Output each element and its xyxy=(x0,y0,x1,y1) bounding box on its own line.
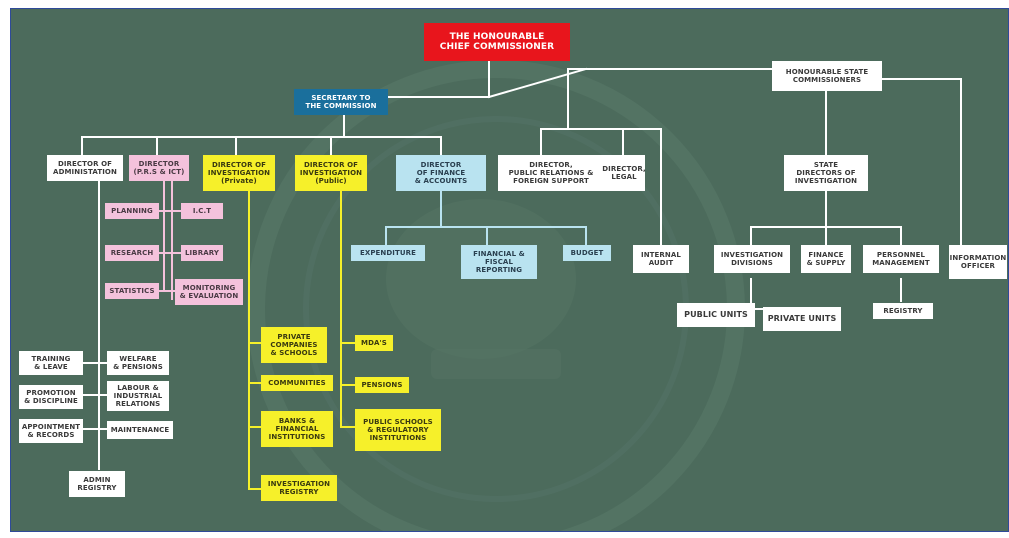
banks-financial-box: BANKS & FINANCIAL INSTITUTIONS xyxy=(261,411,333,447)
director-investigation-private-box: DIRECTOR OF INVESTIGATION (Private) xyxy=(203,155,275,191)
labour-relations-box: LABOUR & INDUSTRIAL RELATIONS xyxy=(107,381,169,411)
pensions-box: PENSIONS xyxy=(355,377,409,393)
state-directors-investigation-box: STATE DIRECTORS OF INVESTIGATION xyxy=(784,155,868,191)
director-administration-box: DIRECTOR OF ADMINISTATION xyxy=(47,155,123,181)
information-officer-box: INFORMATION OFFICER xyxy=(949,245,1007,279)
admin-registry-box: ADMIN REGISTRY xyxy=(69,471,125,497)
private-companies-schools-box: PRIVATE COMPANIES & SCHOOLS xyxy=(261,327,327,363)
private-units-box: PRIVATE UNITS xyxy=(763,307,841,331)
promotion-discipline-box: PROMOTION & DISCIPLINE xyxy=(19,385,83,409)
planning-box: PLANNING xyxy=(105,203,159,219)
connector-lines xyxy=(78,60,962,490)
org-chart-board: THE HONOURABLE CHIEF COMMISSIONER SECRET… xyxy=(10,8,1009,532)
personnel-management-box: PERSONNEL MANAGEMENT xyxy=(863,245,939,273)
finance-supply-box: FINANCE & SUPPLY xyxy=(801,245,851,273)
monitoring-evaluation-box: MONITORING & EVALUATION xyxy=(175,279,243,305)
appointment-records-box: APPOINTMENT & RECORDS xyxy=(19,419,83,443)
financial-fiscal-reporting-box: FINANCIAL & FISCAL REPORTING xyxy=(461,245,537,279)
communities-box: COMMUNITIES xyxy=(261,375,333,391)
library-box: LIBRARY xyxy=(181,245,223,261)
public-schools-regulatory-box: PUBLIC SCHOOLS & REGULATORY INSTITUTIONS xyxy=(355,409,441,451)
investigation-registry-box: INVESTIGATION REGISTRY xyxy=(261,475,337,501)
chief-commissioner-box: THE HONOURABLE CHIEF COMMISSIONER xyxy=(424,23,570,61)
welfare-pensions-box: WELFARE & PENSIONS xyxy=(107,351,169,375)
mdas-box: MDA'S xyxy=(355,335,393,351)
statistics-box: STATISTICS xyxy=(105,283,159,299)
ict-box: I.C.T xyxy=(181,203,223,219)
registry-box: REGISTRY xyxy=(873,303,933,319)
director-prs-ict-box: DIRECTOR (P.R.S & ICT) xyxy=(129,155,189,181)
research-box: RESEARCH xyxy=(105,245,159,261)
training-leave-box: TRAINING & LEAVE xyxy=(19,351,83,375)
investigation-divisions-box: INVESTIGATION DIVISIONS xyxy=(714,245,790,273)
maintenance-box: MAINTENANCE xyxy=(107,421,173,439)
expenditure-box: EXPENDITURE xyxy=(351,245,425,261)
director-public-relations-box: DIRECTOR, PUBLIC RELATIONS & FOREIGN SUP… xyxy=(498,155,604,191)
director-legal-box: DIRECTOR, LEGAL xyxy=(602,155,646,191)
internal-audit-box: INTERNAL AUDIT xyxy=(633,245,689,273)
budget-box: BUDGET xyxy=(563,245,611,261)
public-units-box: PUBLIC UNITS xyxy=(677,303,755,327)
state-commissioners-box: HONOURABLE STATE COMMISSIONERS xyxy=(772,61,882,91)
secretary-box: SECRETARY TO THE COMMISSION xyxy=(294,89,388,115)
director-investigation-public-box: DIRECTOR OF INVESTIGATION (Public) xyxy=(295,155,367,191)
director-finance-box: DIRECTOR OF FINANCE & ACCOUNTS xyxy=(396,155,486,191)
